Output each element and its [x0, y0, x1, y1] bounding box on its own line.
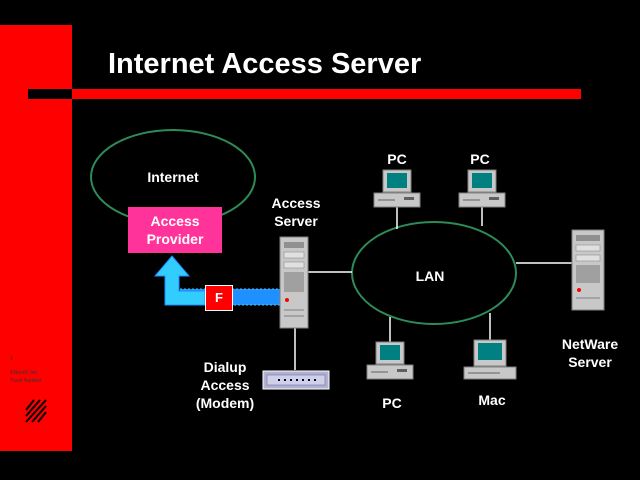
pc-bottom-icon — [366, 341, 414, 380]
internet-label: Internet — [147, 169, 199, 185]
title-underline — [28, 89, 581, 99]
novell-logo-icon — [24, 398, 48, 424]
dialup-label-line1: Dialup — [203, 359, 247, 375]
firewall-box: F — [205, 285, 233, 311]
access-server-label-line2: Server — [274, 213, 318, 229]
dialup-label-line3: (Modem) — [195, 395, 255, 411]
access-server-icon — [279, 236, 309, 329]
track-number-line: Track Number — [10, 378, 42, 384]
modem-icon — [262, 370, 330, 390]
copyright-line: ©Novell, Inc. — [10, 370, 39, 376]
mac-icon — [463, 339, 517, 380]
mac-label: Mac — [478, 392, 506, 408]
access-provider-box: Access Provider — [128, 207, 222, 253]
provider-label-line1: Access — [150, 213, 200, 229]
pc-top-left-label: PC — [387, 151, 407, 167]
title-underline-gap — [28, 89, 72, 99]
pc-top-left-icon — [373, 169, 421, 208]
pc-bottom-label: PC — [382, 395, 402, 411]
arrow-to-provider-icon — [153, 255, 206, 306]
slide-number: 1 — [10, 356, 13, 362]
pc-top-right-icon — [458, 169, 506, 208]
connection-lines — [294, 207, 572, 370]
pc-top-right-label: PC — [470, 151, 490, 167]
netware-server-icon — [571, 229, 605, 311]
dialup-label-line2: Access — [200, 377, 250, 393]
lan-label: LAN — [415, 268, 445, 284]
slide-title: Internet Access Server — [108, 48, 422, 80]
lan-ellipse — [351, 221, 517, 325]
netware-server-label-line1: NetWare — [561, 336, 619, 352]
access-server-label-line1: Access — [271, 195, 321, 211]
netware-server-label-line2: Server — [568, 354, 612, 370]
provider-label-line2: Provider — [146, 231, 204, 247]
